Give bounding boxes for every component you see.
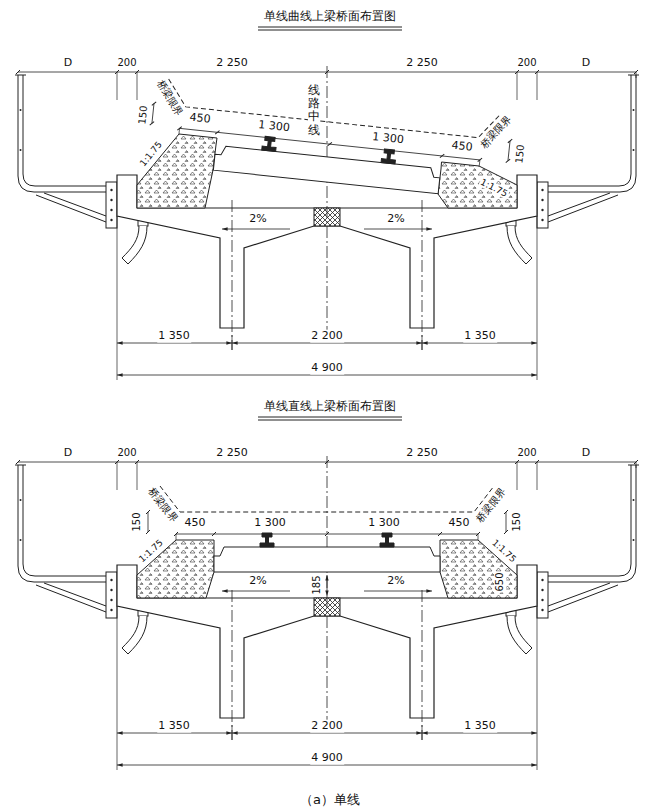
track-assembly	[146, 77, 515, 200]
figure-caption: （a）单线	[299, 793, 361, 808]
dimension-label: 1 300	[370, 131, 405, 147]
dimension-label: 2 250	[405, 57, 439, 70]
heading-underline	[258, 417, 402, 420]
dimension-label: 200	[116, 447, 137, 459]
dimension-label: 1 350	[157, 720, 191, 733]
slope-arrow	[222, 229, 432, 230]
clearance-label: 桥梁限界	[154, 77, 186, 119]
slope-ratio: 1:1.75	[137, 139, 165, 169]
slope-label: 2%	[386, 575, 405, 588]
dimension-label: 150	[511, 511, 523, 532]
dimension-label: 4 900	[310, 752, 344, 765]
clearance-label: 桥梁限界	[146, 484, 181, 524]
slope-ratio: 1:1.75	[478, 176, 510, 199]
heading-underline	[258, 27, 402, 30]
dimension-label: 1 300	[253, 517, 287, 530]
dimension-label: 185	[311, 574, 323, 595]
slope-ratio: 1:1.75	[136, 537, 166, 565]
dimension-label: 200	[516, 57, 537, 69]
dimension-label: 1 350	[463, 720, 497, 733]
dimension-label: D	[63, 447, 73, 460]
slope-label: 2%	[248, 575, 267, 588]
dimension-label: D	[581, 447, 591, 460]
dimension-label: 1 350	[463, 330, 497, 343]
dimension-label: 450	[450, 140, 474, 155]
slope-label: 2%	[386, 213, 405, 226]
section-heading: 单线曲线上梁桥面布置图	[263, 10, 397, 24]
track-assembly	[146, 486, 508, 572]
dimension-label: D	[581, 57, 591, 70]
beam-section	[15, 66, 639, 380]
dimension-label: 2 250	[215, 447, 249, 460]
dimension-label: 4 900	[310, 362, 344, 375]
dimension-label: 1 350	[157, 330, 191, 343]
beam-section	[15, 456, 639, 770]
dimension-label: 450	[187, 112, 211, 127]
clearance-label: 桥梁限界	[474, 484, 509, 524]
dimension-label: 150	[513, 143, 527, 165]
dimension-label: 2 250	[405, 447, 439, 460]
dimension-label: 2 200	[310, 330, 344, 343]
dimension-label: D	[63, 57, 73, 70]
dimension-label: 450	[184, 517, 207, 530]
dimension-label: 150	[136, 104, 150, 126]
dimension-label: 1 300	[257, 119, 292, 135]
slope-arrow	[222, 575, 432, 596]
dimension-label: 2 200	[310, 720, 344, 733]
slope-label: 2%	[248, 213, 267, 226]
centerline-label: 线路中线	[308, 84, 320, 137]
dimension-label: 200	[516, 447, 537, 459]
dimension-label: 150	[131, 511, 143, 532]
clearance-label: 桥梁限界	[477, 113, 514, 151]
dimension-label: 200	[116, 57, 137, 69]
dimension-label: 1 300	[367, 517, 401, 530]
dimension-label: 450	[448, 517, 471, 530]
section-heading: 单线直线上梁桥面布置图	[263, 400, 397, 414]
slope-ratio: 1:1.75	[489, 537, 519, 565]
dimension-label: 2 250	[215, 57, 249, 70]
dimension-label: 650	[494, 571, 506, 592]
